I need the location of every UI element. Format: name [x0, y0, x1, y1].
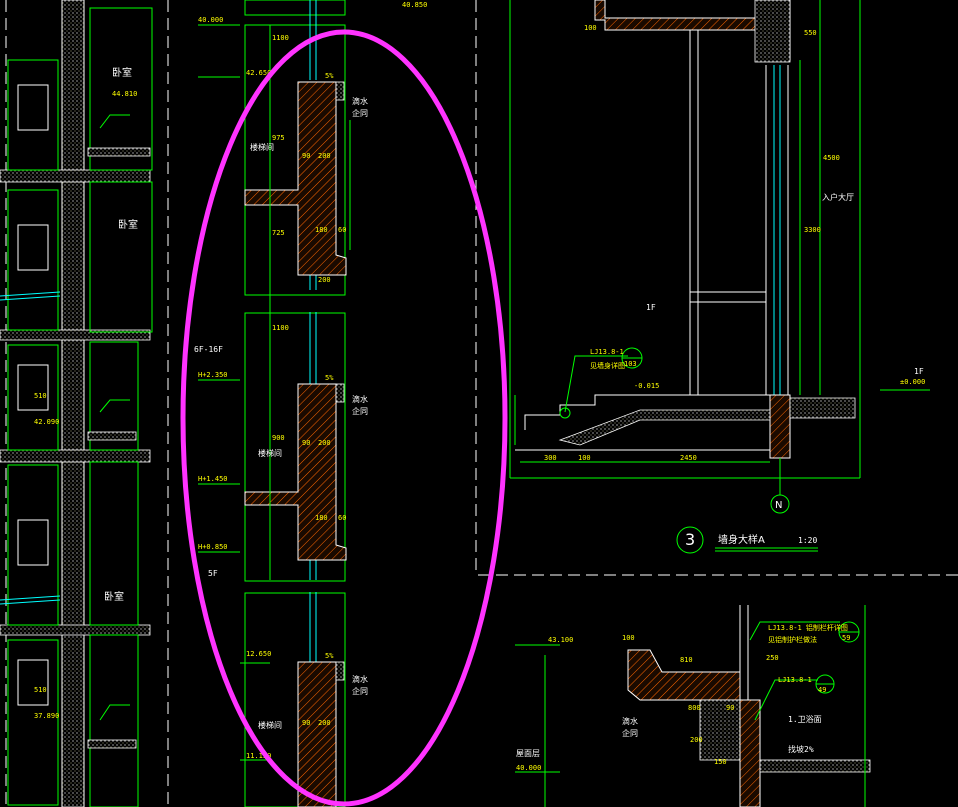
- dim-label: 100: [622, 634, 635, 642]
- dim-label: 810: [680, 656, 693, 664]
- left-plan-panel: 卧室 卧室 卧室 44.810 42.090 37.890 510 510: [0, 0, 169, 807]
- highlight-ellipse: [180, 29, 508, 807]
- elevation-label: 42.090: [34, 418, 59, 426]
- dim-label: 900: [272, 434, 285, 442]
- room-label: 卧室: [112, 66, 132, 79]
- middle-wall-section: 40.000 42.650 H+2.350 H+1.450 H+0.850 12…: [194, 0, 477, 807]
- callout-bubble: 59: [842, 634, 850, 642]
- dim-label: 300: [544, 454, 557, 462]
- elevation-label: 40.000: [516, 764, 541, 772]
- elevation-label: 11.150: [246, 752, 271, 760]
- dim-label: 4500: [823, 154, 840, 162]
- dim-label: 200: [318, 152, 331, 160]
- note-label: 找坡2%: [788, 744, 814, 754]
- dim-label: 180: [315, 514, 328, 522]
- elevation-label: H+0.850: [198, 543, 228, 551]
- dim-label: 60: [338, 514, 346, 522]
- elevation-label: 40.850: [402, 1, 427, 9]
- detail-title: 墙身大样A: [718, 533, 765, 546]
- dim-label: 100: [584, 24, 597, 32]
- dim-label: 2450: [680, 454, 697, 462]
- callout-label: LJ13.8-1: [778, 676, 812, 684]
- room-label: 楼梯间: [250, 142, 274, 152]
- elevation-label: 42.650: [246, 69, 271, 77]
- bottom-roof-detail: 43.100 40.000 LJ13.8-1 铝制栏杆详图 见铝制护栏做法 LJ…: [515, 605, 871, 807]
- dim-label: 90: [302, 439, 310, 447]
- elevation-label: H+2.350: [198, 371, 228, 379]
- floor-label: 5F: [208, 569, 218, 578]
- callout-bubble: 49: [818, 686, 826, 694]
- callout-note: 见墙身详图: [590, 361, 625, 370]
- room-label: 入户大厅: [822, 192, 854, 202]
- elevation-label: H+1.450: [198, 475, 228, 483]
- note-label: 屋面层: [516, 749, 540, 758]
- elevation-label: ±0.000: [900, 378, 925, 386]
- note-label: 企同: [352, 406, 368, 416]
- note-label: 滴水: [352, 674, 368, 684]
- dim-label: 200: [318, 276, 331, 284]
- note-label: 企同: [622, 728, 638, 738]
- note-label: 滴水: [352, 96, 368, 106]
- dim-label: 90: [302, 719, 310, 727]
- dim-label: 90: [726, 704, 734, 712]
- right-wall-detail: LJ13.8-1 见墙身详图 103 N 3 墙身大样A 1:20 1F 入户大…: [402, 0, 958, 576]
- dim-label: 5%: [325, 374, 334, 382]
- axis-label: N: [775, 500, 782, 511]
- dim-label: 5%: [325, 652, 334, 660]
- note-label: 企同: [352, 686, 368, 696]
- dim-label: 510: [34, 686, 47, 694]
- floor-tag: 1F: [914, 367, 924, 376]
- dim-label: 510: [34, 392, 47, 400]
- elevation-label: 40.000: [198, 16, 223, 24]
- floor-label: 6F-16F: [194, 345, 223, 354]
- dim-label: 150: [714, 758, 727, 766]
- dim-label: 550: [804, 29, 817, 37]
- elevation-label: 44.810: [112, 90, 137, 98]
- dim-label: 725: [272, 229, 285, 237]
- note-label: 1.卫浴面: [788, 714, 822, 724]
- detail-scale: 1:20: [798, 536, 817, 545]
- detail-number: 3: [685, 530, 695, 549]
- dim-label: 90: [302, 152, 310, 160]
- dim-label: 200: [318, 719, 331, 727]
- callout-label: LJ13.8-1: [590, 348, 624, 356]
- elevation-label: -0.015: [634, 382, 659, 390]
- note-label: 滴水: [622, 716, 638, 726]
- floor-label: 1F: [646, 303, 656, 312]
- callout-label: 见铝制护栏做法: [768, 635, 817, 644]
- note-label: 企同: [352, 108, 368, 118]
- room-label: 卧室: [104, 590, 124, 603]
- dim-label: 180: [315, 226, 328, 234]
- elevation-label: 12.650: [246, 650, 271, 658]
- room-label: 楼梯间: [258, 448, 282, 458]
- dim-label: 250: [766, 654, 779, 662]
- dim-label: 1100: [272, 324, 289, 332]
- elevation-label: 43.100: [548, 636, 573, 644]
- dim-label: 800: [688, 704, 701, 712]
- dim-label: 60: [338, 226, 346, 234]
- elevation-label: 37.890: [34, 712, 59, 720]
- callout-label: LJ13.8-1 铝制栏杆详图: [768, 623, 848, 632]
- dim-label: 5%: [325, 72, 334, 80]
- dim-label: 100: [578, 454, 591, 462]
- dim-label: 3300: [804, 226, 821, 234]
- dim-label: 200: [318, 439, 331, 447]
- room-label: 卧室: [118, 218, 138, 231]
- room-label: 楼梯间: [258, 720, 282, 730]
- dim-label: 975: [272, 134, 285, 142]
- callout-bubble: 103: [624, 360, 637, 368]
- dim-label: 1100: [272, 34, 289, 42]
- dim-label: 200: [690, 736, 703, 744]
- note-label: 滴水: [352, 394, 368, 404]
